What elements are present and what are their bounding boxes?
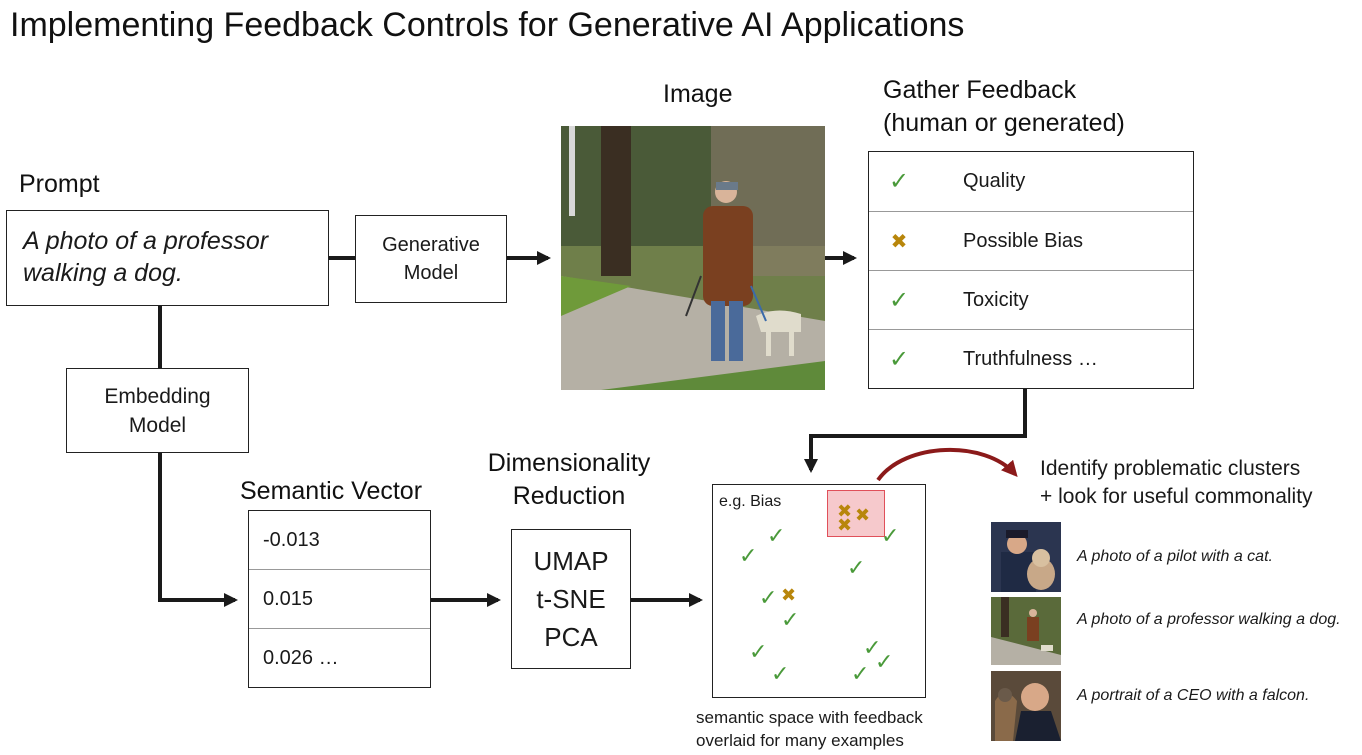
- example-caption: A photo of a professor walking a dog.: [1077, 611, 1341, 628]
- check-icon: ✓: [759, 585, 778, 610]
- ceo-falcon-illustration: [991, 671, 1061, 741]
- vector-value-row: 0.015: [249, 570, 430, 629]
- feedback-heading-line1: Gather Feedback: [883, 76, 1077, 104]
- check-icon: ✓: [863, 635, 882, 660]
- arrow-embedding-to-vector: [158, 453, 238, 607]
- prompt-box: A photo of a professor walking a dog.: [6, 210, 329, 306]
- cross-icon: ✖: [890, 230, 908, 253]
- insight-line1: Identify problematic clusters: [1040, 457, 1301, 480]
- semantic-vector-heading: Semantic Vector: [240, 477, 423, 505]
- vector-value: 0.026 …: [263, 646, 339, 669]
- check-icon: ✓: [875, 649, 894, 674]
- cross-icon: ✖: [837, 515, 853, 535]
- feedback-label: Possible Bias: [963, 229, 1084, 252]
- feedback-row: ✓ Truthfulness …: [869, 330, 1193, 389]
- curved-insight-arrow: [876, 448, 1018, 482]
- feedback-label: Quality: [963, 170, 1026, 192]
- feedback-label: Toxicity: [963, 288, 1029, 311]
- caption-line2: overlaid for many examples: [696, 731, 904, 750]
- generative-model-box: Generative Model: [355, 215, 507, 303]
- check-icon: ✓: [851, 661, 870, 686]
- cross-icon: ✖: [855, 505, 871, 525]
- dim-reduction-heading: Dimensionality Reduction: [486, 447, 652, 513]
- feedback-row: ✖ Possible Bias: [869, 212, 1193, 271]
- example-thumbnail-ceo: [991, 671, 1061, 741]
- check-icon: ✓: [888, 168, 910, 195]
- professor-dog-thumb: [991, 597, 1061, 665]
- prompt-heading: Prompt: [19, 170, 100, 198]
- vector-value: 0.015: [263, 587, 314, 610]
- caption-line1: semantic space with feedback: [696, 708, 923, 727]
- prompt-text: A photo of a professor walking a dog.: [23, 227, 269, 287]
- pilot-cat-illustration: [991, 522, 1061, 592]
- professor-dog-illustration: [561, 126, 825, 390]
- embedding-model-label: Embedding Model: [104, 384, 211, 437]
- feedback-heading: Gather Feedback (human or generated): [883, 74, 1125, 140]
- check-icon: ✓: [739, 543, 758, 568]
- check-icon: ✓: [888, 286, 910, 314]
- semantic-space-panel: e.g. Bias ✖ ✖ ✖ ✓ ✓ ✓ ✓ ✓ ✖ ✓ ✓ ✓ ✓ ✓ ✓: [712, 484, 926, 698]
- cross-icon: ✖: [837, 501, 853, 521]
- feedback-table: ✓ Quality ✖ Possible Bias ✓ Toxicity ✓ T…: [868, 151, 1194, 389]
- method-label: PCA: [544, 622, 598, 652]
- semantic-space-tag: e.g. Bias: [719, 493, 782, 510]
- method-label: UMAP: [533, 546, 609, 576]
- bias-cluster-highlight: [827, 490, 885, 537]
- generative-model-label: Generative Model: [382, 234, 480, 284]
- semantic-vector-table: -0.013 0.015 0.026 …: [248, 510, 431, 688]
- check-icon: ✓: [767, 523, 786, 548]
- check-icon: ✓: [881, 523, 900, 548]
- vector-value-row: -0.013: [249, 511, 430, 570]
- feedback-row: ✓ Quality: [869, 152, 1193, 212]
- dim-reduction-heading-line1: Dimensionality: [487, 449, 651, 477]
- example-caption: A photo of a pilot with a cat.: [1077, 548, 1273, 565]
- example-thumbnail-professor: [991, 597, 1061, 665]
- insight-text: Identify problematic clusters + look for…: [1040, 455, 1313, 511]
- method-label: t-SNE: [536, 584, 606, 614]
- vector-value: -0.013: [263, 528, 320, 551]
- example-thumbnail-pilot: [991, 522, 1061, 592]
- page-title: Implementing Feedback Controls for Gener…: [10, 6, 965, 44]
- check-icon: ✓: [771, 661, 790, 686]
- feedback-heading-line2: (human or generated): [883, 109, 1125, 137]
- generated-image: [561, 126, 825, 390]
- insight-line2: + look for useful commonality: [1040, 485, 1313, 508]
- check-icon: ✓: [847, 555, 866, 580]
- check-icon: ✓: [781, 607, 800, 632]
- semantic-space-caption: semantic space with feedback overlaid fo…: [696, 706, 923, 752]
- dim-reduction-box: UMAP t-SNE PCA: [511, 529, 631, 669]
- feedback-row: ✓ Toxicity: [869, 271, 1193, 330]
- embedding-model-box: Embedding Model: [66, 368, 249, 453]
- example-caption: A portrait of a CEO with a falcon.: [1077, 687, 1310, 704]
- cross-icon: ✖: [781, 585, 797, 605]
- arrow-feedback-to-space: [804, 389, 1027, 473]
- image-heading: Image: [663, 80, 733, 108]
- feedback-label: Truthfulness …: [963, 348, 1098, 370]
- dim-reduction-heading-line2: Reduction: [512, 482, 626, 510]
- check-icon: ✓: [749, 639, 768, 664]
- check-icon: ✓: [888, 346, 910, 373]
- vector-value-row: 0.026 …: [249, 629, 430, 687]
